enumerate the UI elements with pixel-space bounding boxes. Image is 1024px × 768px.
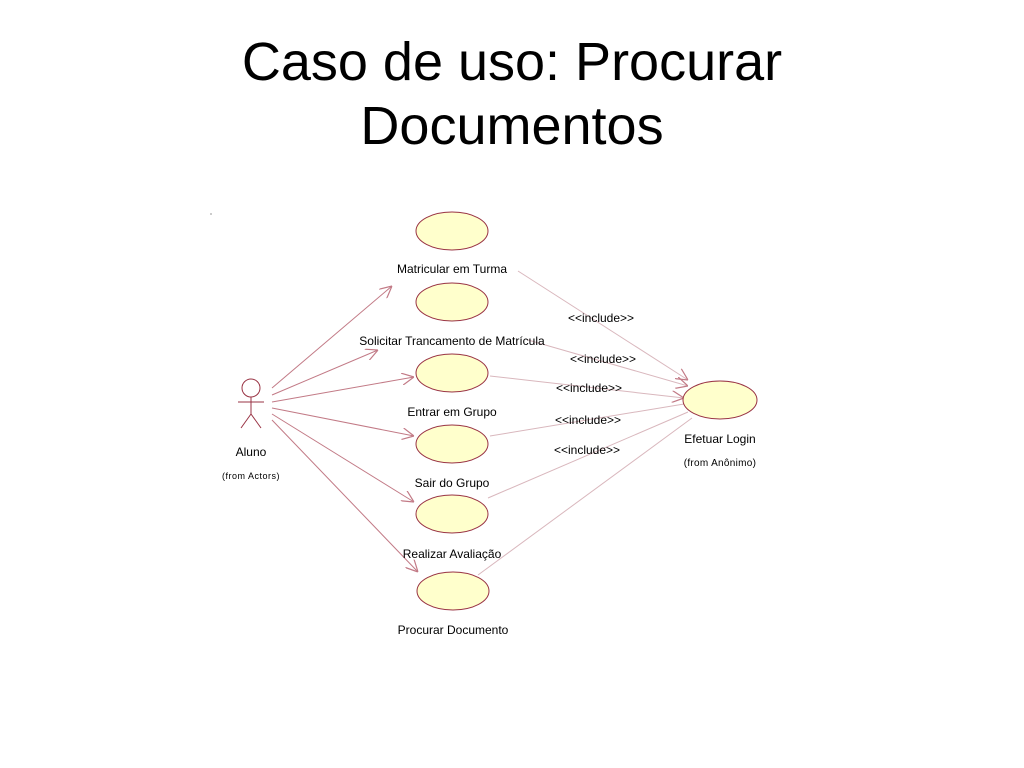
include-line-trancamento xyxy=(527,339,688,386)
use-case-origin: (from Anônimo) xyxy=(684,458,757,469)
use-case-ellipse xyxy=(415,282,489,322)
use-case-label: Procurar Documento xyxy=(398,623,509,637)
use-case-procurar-documento: Procurar Documento xyxy=(398,571,509,637)
use-case-ellipse xyxy=(415,353,489,393)
use-case-trancamento: Solicitar Trancamento de Matrícula xyxy=(359,282,545,348)
include-labels: <<include>> <<include>> <<include>> <<in… xyxy=(554,311,636,457)
association-trancamento xyxy=(271,350,378,396)
use-case-sair-grupo: Sair do Grupo xyxy=(415,424,490,490)
include-label: <<include>> xyxy=(570,352,636,366)
use-case-label: Solicitar Trancamento de Matrícula xyxy=(359,334,545,348)
use-case-entrar-grupo: Entrar em Grupo xyxy=(407,353,497,419)
use-case-label: Realizar Avaliação xyxy=(403,547,502,561)
use-case-label: Entrar em Grupo xyxy=(407,405,497,419)
use-case-ellipse xyxy=(415,211,489,251)
use-case-ellipse xyxy=(682,380,758,420)
use-case-ellipse xyxy=(416,571,490,611)
association-lines xyxy=(271,286,418,572)
association-matricular xyxy=(271,286,392,389)
include-label: <<include>> xyxy=(568,311,634,325)
association-sair-grupo xyxy=(271,407,414,436)
use-case-efetuar-login: Efetuar Login (from Anônimo) xyxy=(682,380,758,469)
actor-aluno: Aluno (from Actors) xyxy=(222,378,280,481)
association-entrar-grupo xyxy=(271,377,414,403)
include-line-procurar-documento xyxy=(477,417,693,576)
use-case-label: Sair do Grupo xyxy=(415,476,490,490)
use-case-label: Efetuar Login xyxy=(684,432,755,446)
association-procurar-documento xyxy=(271,419,418,572)
actor-name: Aluno xyxy=(236,445,267,459)
stick-figure-icon xyxy=(238,378,264,429)
include-line-sair-grupo xyxy=(489,403,685,437)
actor-origin: (from Actors) xyxy=(222,471,280,481)
use-case-ellipse xyxy=(415,494,489,534)
include-line-entrar-grupo xyxy=(489,375,684,398)
include-label: <<include>> xyxy=(556,381,622,395)
include-lines xyxy=(477,270,693,576)
include-label: <<include>> xyxy=(554,443,620,457)
use-case-matricular: Matricular em Turma xyxy=(397,211,507,276)
use-case-realizar-avaliacao: Realizar Avaliação xyxy=(403,494,502,561)
slide-title-line-1: Caso de uso: Procurar xyxy=(241,32,783,92)
include-line-matricular xyxy=(517,270,688,380)
use-case-ellipse xyxy=(415,424,489,464)
association-realizar-avaliacao xyxy=(271,413,414,502)
slide-title: Caso de uso: Procurar Documentos xyxy=(0,30,1024,158)
include-label: <<include>> xyxy=(555,413,621,427)
use-case-label: Matricular em Turma xyxy=(397,262,507,276)
include-line-realizar-avaliacao xyxy=(487,411,689,499)
slide-title-line-2: Documentos xyxy=(360,96,664,156)
